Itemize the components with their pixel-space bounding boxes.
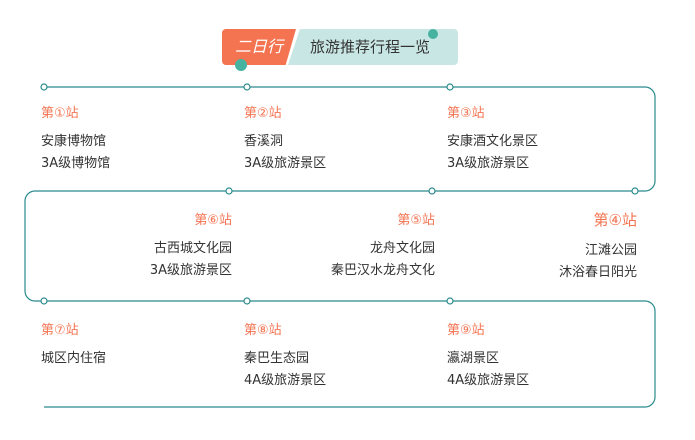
stop-6-label: 第⑥站	[194, 213, 232, 228]
stop-7-label: 第⑦站	[41, 323, 79, 338]
stop-3: 第③站 安康酒文化景区 3A级旅游景区	[447, 102, 647, 175]
station-marker	[446, 83, 454, 91]
stop-6-name: 古西城文化园	[153, 241, 232, 256]
stop-1-label: 第①站	[41, 106, 79, 121]
stop-5: 第⑤站 龙舟文化园 秦巴汉水龙舟文化	[235, 209, 435, 282]
stop-8-desc: 4A级旅游景区	[244, 373, 327, 388]
station-marker	[40, 297, 48, 305]
stop-4-desc: 沐浴春日阳光	[558, 265, 637, 280]
stop-9-label: 第⑨站	[447, 323, 485, 338]
station-marker	[243, 83, 251, 91]
stop-6-desc: 3A级旅游景区	[149, 263, 232, 278]
station-marker	[243, 297, 251, 305]
stop-5-name: 龙舟文化园	[369, 241, 435, 256]
banner-dot-bottom	[235, 59, 247, 71]
stop-6: 第⑥站 古西城文化园 3A级旅游景区	[32, 209, 232, 282]
stop-7-name: 城区内住宿	[41, 351, 107, 366]
station-marker	[40, 83, 48, 91]
station-marker	[631, 187, 639, 195]
stop-4: 第④站 江滩公园 沐浴春日阳光	[437, 209, 637, 284]
stop-8: 第⑧站 秦巴生态园 4A级旅游景区	[244, 319, 444, 392]
stop-5-label: 第⑤站	[397, 213, 435, 228]
banner-title: 旅游推荐行程一览	[288, 29, 458, 65]
stop-8-name: 秦巴生态园	[244, 351, 310, 366]
stop-4-label: 第④站	[593, 211, 637, 229]
stop-2-label: 第②站	[244, 106, 282, 121]
stop-1-name: 安康博物馆	[41, 134, 107, 149]
stop-9-desc: 4A级旅游景区	[447, 373, 530, 388]
stop-7: 第⑦站 城区内住宿	[41, 319, 241, 370]
stop-1-desc: 3A级博物馆	[41, 156, 111, 171]
stop-2: 第②站 香溪洞 3A级旅游景区	[244, 102, 444, 175]
stop-3-label: 第③站	[447, 106, 485, 121]
banner-tag: 二日行	[222, 29, 296, 65]
station-marker	[428, 187, 436, 195]
stop-4-name: 江滩公园	[584, 243, 637, 258]
stop-5-desc: 秦巴汉水龙舟文化	[330, 263, 435, 278]
stop-8-label: 第⑧站	[244, 323, 282, 338]
stop-2-name: 香溪洞	[244, 134, 284, 149]
station-marker	[446, 297, 454, 305]
stop-2-desc: 3A级旅游景区	[244, 156, 327, 171]
stop-1: 第①站 安康博物馆 3A级博物馆	[41, 102, 241, 175]
stop-3-desc: 3A级旅游景区	[447, 156, 530, 171]
title-banner: 二日行 旅游推荐行程一览	[222, 29, 458, 65]
banner-dot-top	[428, 29, 438, 39]
stop-9: 第⑨站 瀛湖景区 4A级旅游景区	[447, 319, 647, 392]
stop-3-name: 安康酒文化景区	[447, 134, 539, 149]
stop-9-name: 瀛湖景区	[447, 351, 500, 366]
station-marker	[225, 187, 233, 195]
